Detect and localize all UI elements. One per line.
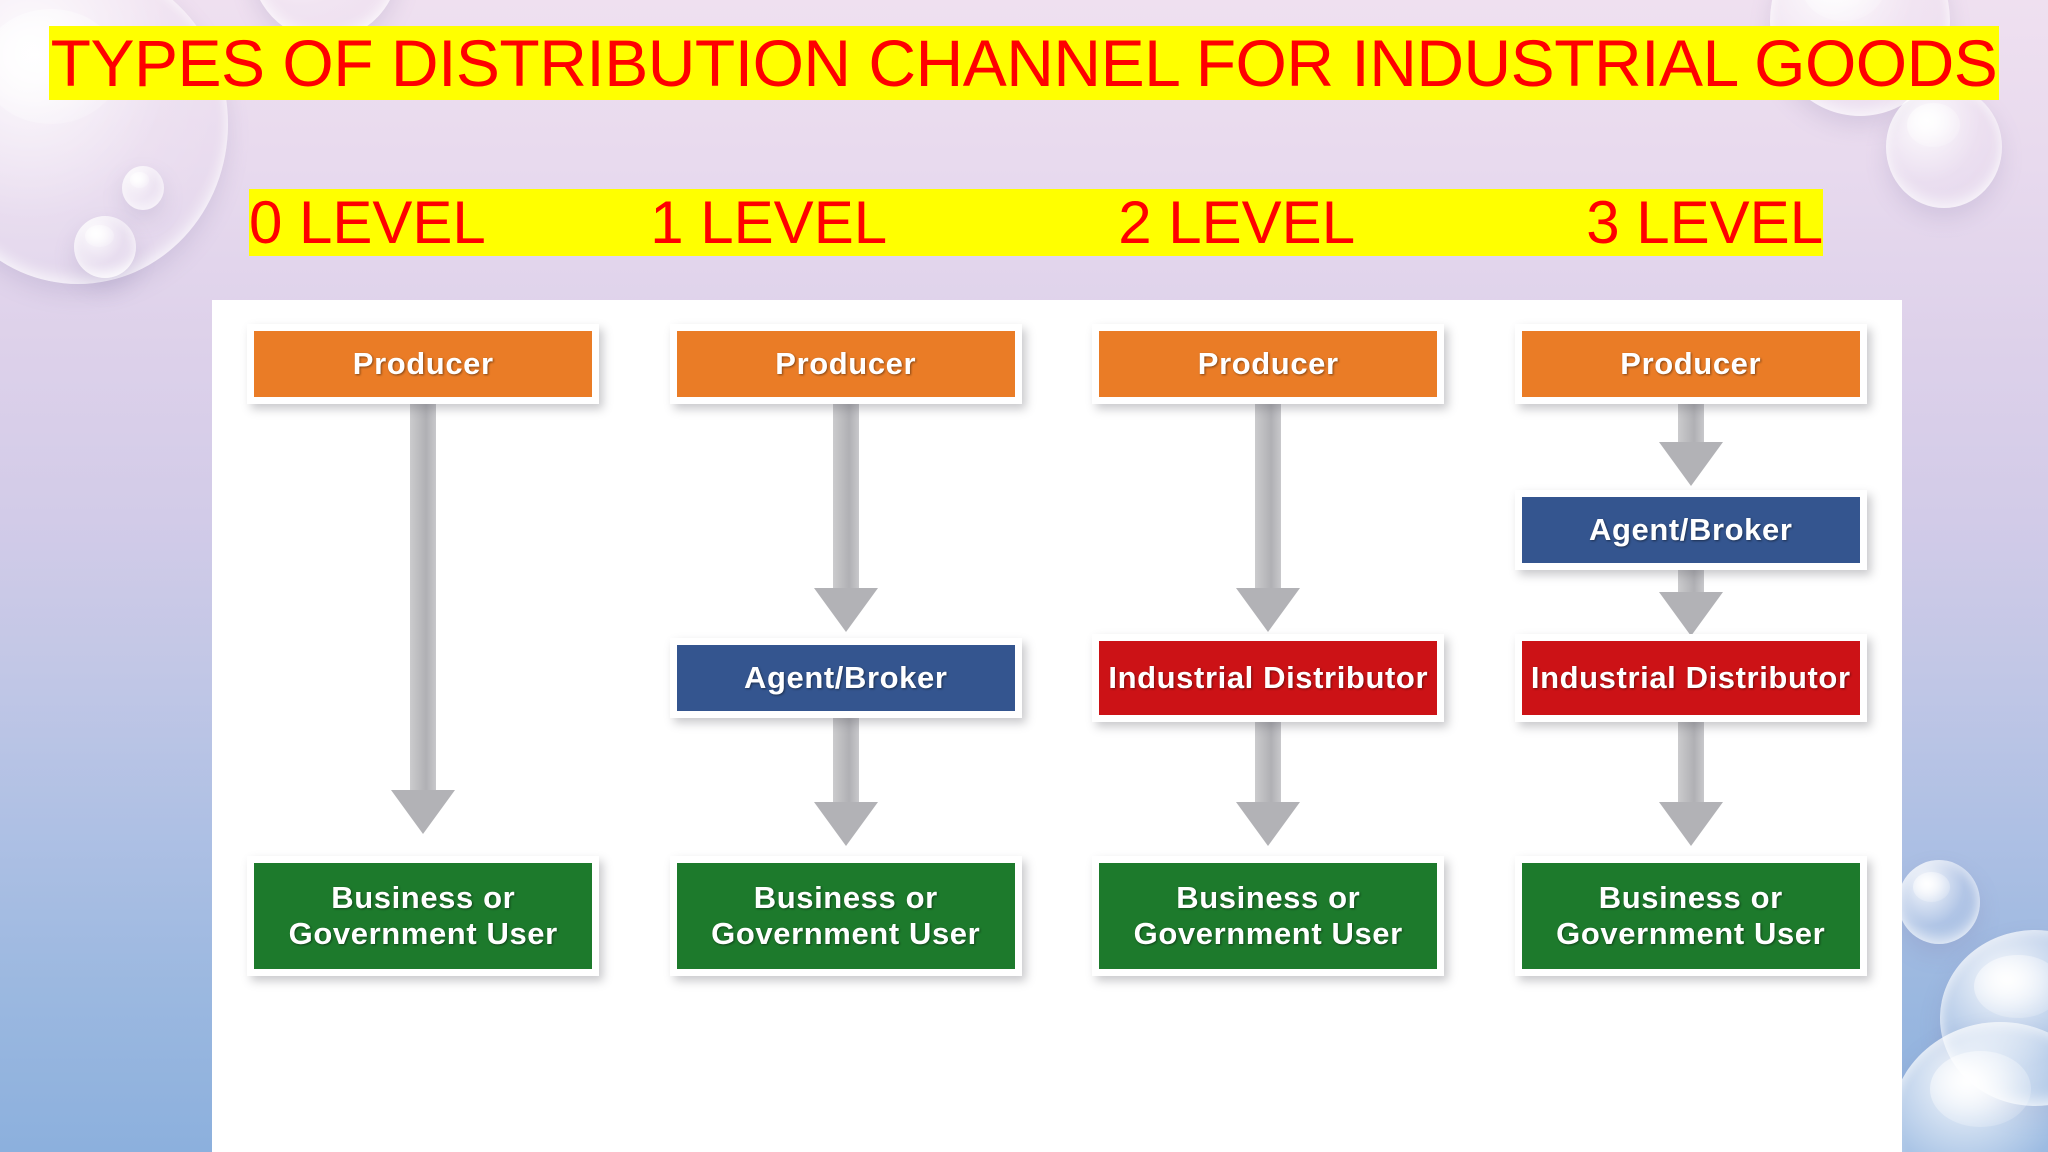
arrow-shaft — [832, 404, 859, 588]
node-industrial-distributor-label: Industrial Distributor — [1521, 641, 1860, 715]
node-business-user[interactable]: Business or Government User — [1092, 856, 1445, 976]
droplet-decoration-icon — [1890, 1022, 2048, 1152]
slide-title-text: TYPES OF DISTRIBUTION CHANNEL FOR INDUST… — [48, 26, 2000, 100]
arrow-producer-to-agent — [813, 404, 878, 632]
slide-subtitle-text: 0 LEVEL 1 LEVEL 2 LEVEL 3 LEVEL — [248, 189, 1824, 256]
arrow-producer-to-distributor — [1236, 404, 1301, 632]
node-industrial-distributor[interactable]: Industrial Distributor — [1514, 634, 1867, 722]
channel-column-1-level: Producer Agent/Broker Business or Govern… — [635, 300, 1058, 1152]
node-industrial-distributor-label: Industrial Distributor — [1099, 641, 1438, 715]
node-producer[interactable]: Producer — [669, 324, 1022, 404]
node-business-user-label: Business or Government User — [254, 863, 593, 969]
droplet-decoration-icon — [74, 216, 136, 278]
droplet-decoration-icon — [1940, 930, 2048, 1106]
distribution-channel-diagram: Producer Business or Government User Pro… — [212, 300, 1902, 1152]
node-producer[interactable]: Producer — [247, 324, 600, 404]
node-business-user[interactable]: Business or Government User — [1514, 856, 1867, 976]
channel-column-3-level: Producer Agent/Broker Industrial Distrib… — [1480, 300, 1903, 1152]
arrow-distributor-to-user — [1236, 722, 1301, 846]
arrow-head-icon — [1236, 802, 1301, 846]
arrow-head-icon — [813, 588, 878, 632]
arrow-head-icon — [813, 802, 878, 846]
arrow-shaft — [1255, 722, 1282, 802]
arrow-head-icon — [1658, 592, 1723, 636]
droplet-decoration-icon — [1886, 86, 2002, 208]
node-business-user[interactable]: Business or Government User — [669, 856, 1022, 976]
node-agent-broker-label: Agent/Broker — [676, 645, 1015, 711]
node-producer-label: Producer — [676, 331, 1015, 397]
slide-subtitle: 0 LEVEL 1 LEVEL 2 LEVEL 3 LEVEL — [196, 182, 1876, 274]
node-industrial-distributor[interactable]: Industrial Distributor — [1092, 634, 1445, 722]
arrow-head-icon — [391, 790, 456, 834]
droplet-decoration-icon — [122, 166, 164, 210]
node-business-user-label: Business or Government User — [1099, 863, 1438, 969]
node-producer-label: Producer — [1099, 331, 1438, 397]
node-producer-label: Producer — [254, 331, 593, 397]
node-agent-broker-label: Agent/Broker — [1521, 497, 1860, 563]
arrow-producer-to-agent — [1658, 404, 1723, 486]
arrow-head-icon — [1658, 802, 1723, 846]
arrow-distributor-to-user — [1658, 722, 1723, 846]
arrow-shaft — [1677, 722, 1704, 802]
node-business-user[interactable]: Business or Government User — [247, 856, 600, 976]
arrow-shaft — [1677, 404, 1704, 442]
arrow-agent-to-user — [813, 718, 878, 846]
arrow-shaft — [832, 718, 859, 802]
channel-column-2-level: Producer Industrial Distributor Business… — [1057, 300, 1480, 1152]
channel-columns: Producer Business or Government User Pro… — [212, 300, 1902, 1152]
droplet-decoration-icon — [1898, 860, 1980, 944]
arrow-shaft — [1677, 570, 1704, 596]
node-producer-label: Producer — [1521, 331, 1860, 397]
node-agent-broker[interactable]: Agent/Broker — [1514, 490, 1867, 570]
arrow-producer-to-user — [391, 404, 456, 834]
node-agent-broker[interactable]: Agent/Broker — [669, 638, 1022, 718]
arrow-agent-to-distributor — [1658, 570, 1723, 636]
node-producer[interactable]: Producer — [1514, 324, 1867, 404]
node-business-user-label: Business or Government User — [676, 863, 1015, 969]
arrow-shaft — [410, 404, 437, 790]
node-producer[interactable]: Producer — [1092, 324, 1445, 404]
arrow-head-icon — [1658, 442, 1723, 486]
slide-title: TYPES OF DISTRIBUTION CHANNEL FOR INDUST… — [0, 24, 2048, 103]
arrow-shaft — [1255, 404, 1282, 588]
arrow-head-icon — [1236, 588, 1301, 632]
node-business-user-label: Business or Government User — [1521, 863, 1860, 969]
channel-column-0-level: Producer Business or Government User — [212, 300, 635, 1152]
